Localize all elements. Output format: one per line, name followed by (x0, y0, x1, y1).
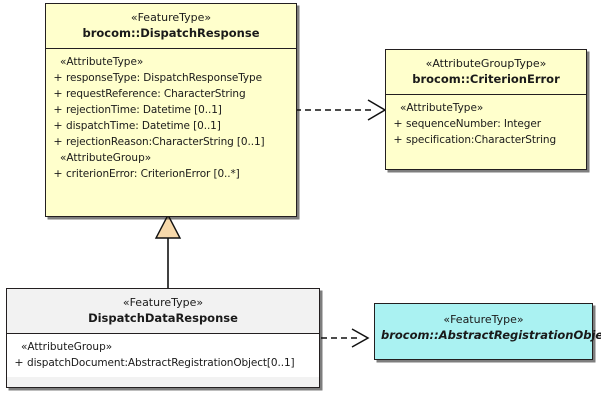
attribute-label: rejectionReason:CharacterString [0..1] (66, 136, 265, 148)
attribute-row[interactable]: + dispatchDocument:AbstractRegistrationO… (11, 355, 315, 371)
dependency-dispatchdataresponse-abstractregistrationobject[interactable] (318, 318, 380, 358)
attribute-row[interactable]: + responseType: DispatchResponseType (50, 70, 292, 86)
class-box-dispatch-data-response[interactable]: «FeatureType» DispatchDataResponse «Attr… (6, 288, 320, 388)
attribute-group-heading: «AttributeType» (60, 56, 144, 68)
attribute-row[interactable]: + criterionError: CriterionError [0..*] (50, 166, 292, 182)
class-header-abstract-registration-object: «FeatureType» brocom::AbstractRegistrati… (375, 304, 601, 350)
generalization-dispatchdataresponse-dispatchresponse[interactable] (148, 212, 198, 294)
attribute-label: specification:CharacterString (406, 134, 557, 146)
class-name-label: brocom::AbstractRegistrationObject (381, 328, 601, 342)
class-body-dispatch-data-response: «AttributeGroup» + dispatchDocument:Abst… (7, 334, 319, 377)
attribute-row[interactable]: + rejectionReason:CharacterString [0..1] (50, 134, 292, 150)
class-body-criterion-error: «AttributeType» + sequenceNumber: Intege… (386, 95, 586, 154)
attribute-label: dispatchDocument:AbstractRegistrationObj… (27, 357, 295, 369)
visibility-marker: + (53, 103, 63, 116)
attribute-label: sequenceNumber: Integer (406, 118, 541, 130)
attribute-label: requestReference: CharacterString (66, 88, 246, 100)
stereotype-label: «FeatureType» (443, 313, 524, 326)
class-box-abstract-registration-object[interactable]: «FeatureType» brocom::AbstractRegistrati… (374, 303, 601, 360)
class-header-dispatch-data-response: «FeatureType» DispatchDataResponse (7, 289, 319, 334)
visibility-marker: + (53, 87, 63, 100)
attribute-row[interactable]: + specification:CharacterString (390, 132, 582, 148)
visibility-marker: + (393, 133, 403, 146)
visibility-marker: + (53, 167, 63, 180)
dependency-dispatchresponse-criterionerror[interactable] (290, 90, 400, 140)
visibility-marker: + (53, 71, 63, 84)
class-name-label: brocom::DispatchResponse (82, 26, 260, 40)
visibility-marker: + (393, 117, 403, 130)
attribute-row[interactable]: + requestReference: CharacterString (50, 86, 292, 102)
class-body-dispatch-response: «AttributeType» + responseType: Dispatch… (46, 49, 296, 188)
attribute-group-heading: «AttributeGroup» (21, 341, 113, 353)
attribute-label: dispatchTime: Datetime [0..1] (66, 120, 221, 132)
class-name-label: DispatchDataResponse (88, 311, 238, 325)
class-name-label: brocom::CriterionError (412, 72, 560, 86)
visibility-marker: + (53, 119, 63, 132)
visibility-marker: + (14, 356, 24, 369)
stereotype-label: «FeatureType» (122, 296, 204, 309)
attribute-label: rejectionTime: Datetime [0..1] (66, 104, 222, 116)
attribute-group-heading: «AttributeType» (400, 102, 484, 114)
visibility-marker: + (53, 135, 63, 148)
class-header-criterion-error: «AttributeGroupType» brocom::CriterionEr… (386, 50, 586, 95)
class-box-criterion-error[interactable]: «AttributeGroupType» brocom::CriterionEr… (385, 49, 587, 170)
stereotype-label: «FeatureType» (130, 11, 212, 24)
attribute-row[interactable]: + dispatchTime: Datetime [0..1] (50, 118, 292, 134)
class-box-dispatch-response[interactable]: «FeatureType» brocom::DispatchResponse «… (45, 3, 297, 217)
open-arrowhead-icon (351, 328, 370, 348)
attribute-row[interactable]: + rejectionTime: Datetime [0..1] (50, 102, 292, 118)
stereotype-label: «AttributeGroupType» (425, 57, 547, 70)
attribute-label: responseType: DispatchResponseType (66, 72, 262, 84)
class-header-dispatch-response: «FeatureType» brocom::DispatchResponse (46, 4, 296, 49)
hollow-triangle-icon (154, 213, 182, 239)
attribute-label: criterionError: CriterionError [0..*] (66, 168, 240, 180)
attribute-row[interactable]: + sequenceNumber: Integer (390, 116, 582, 132)
attribute-group-heading: «AttributeGroup» (60, 152, 152, 164)
